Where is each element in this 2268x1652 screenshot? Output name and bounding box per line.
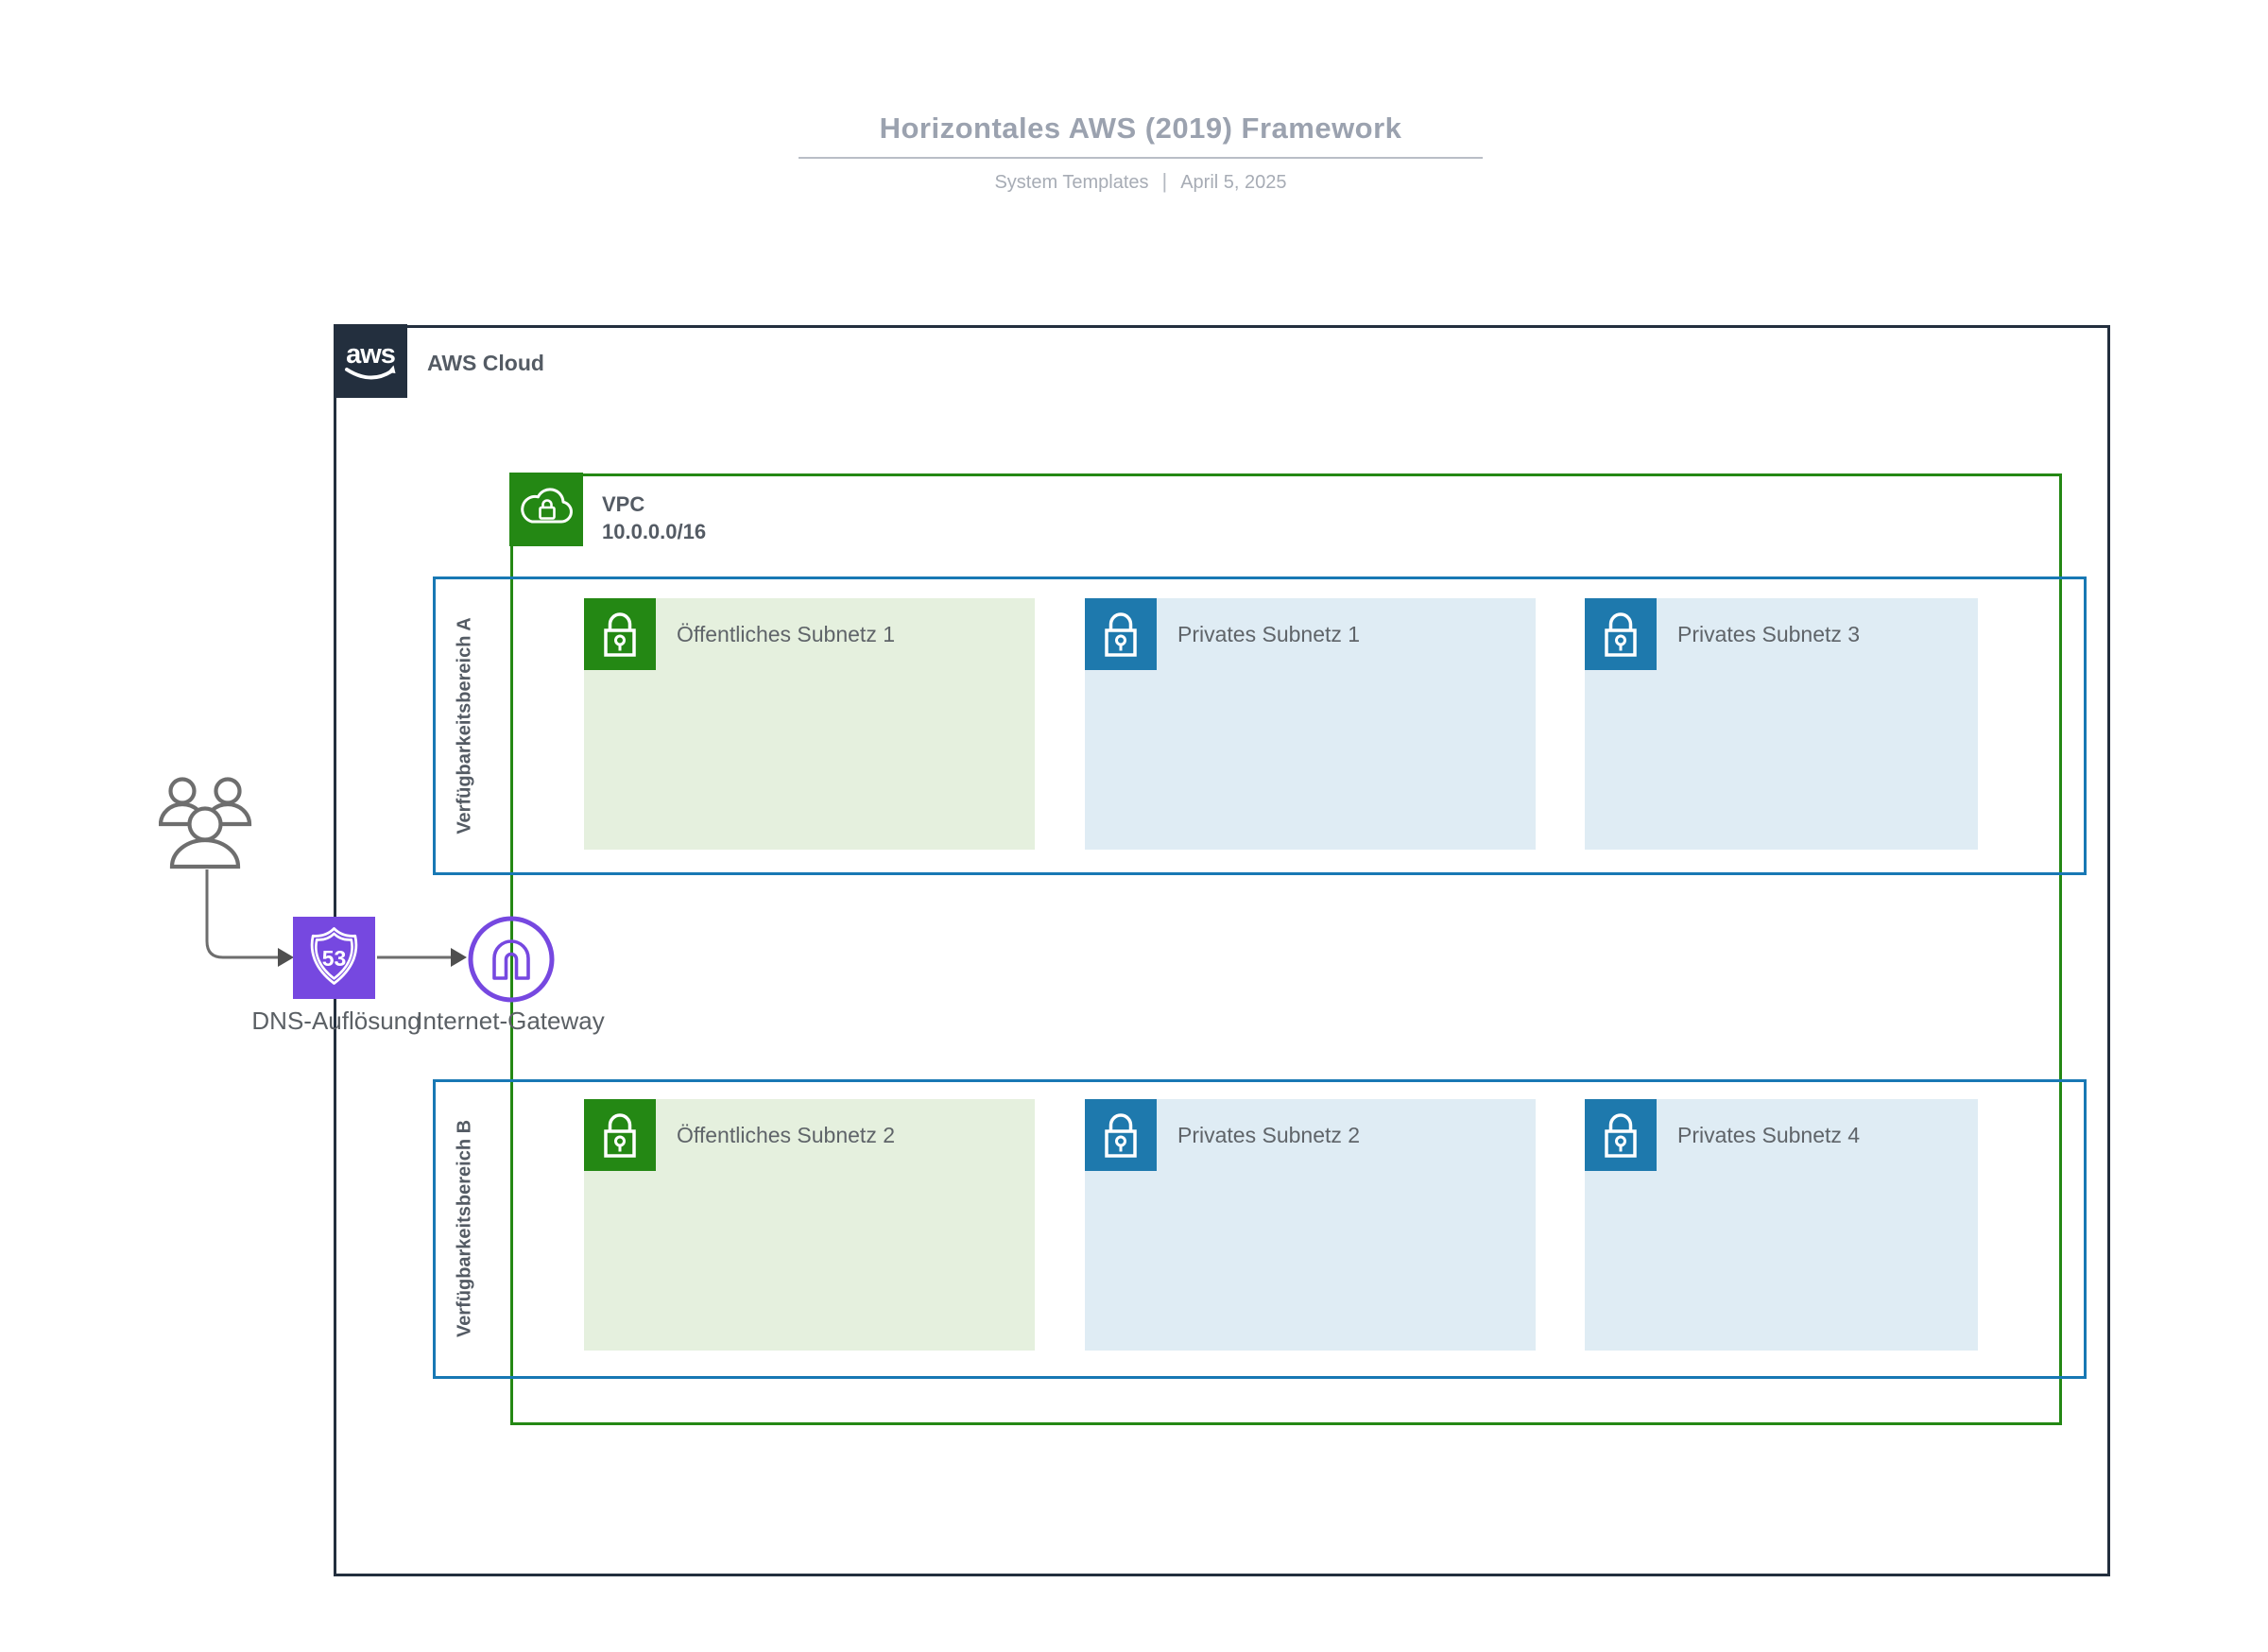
private-subnet-lock-icon — [1085, 1099, 1157, 1171]
subnet-label: Privates Subnetz 4 — [1677, 1122, 1861, 1147]
subnet-private-1: Privates Subnetz 1 — [1085, 598, 1536, 850]
route53-badge-number: 53 — [322, 946, 347, 971]
subtitle-author: System Templates — [994, 172, 1149, 193]
subnet-public-2: Öffentliches Subnetz 2 — [584, 1099, 1035, 1351]
public-subnet-lock-icon — [584, 598, 656, 670]
internet-gateway-icon — [466, 914, 557, 1005]
subnet-private-4: Privates Subnetz 4 — [1585, 1099, 1978, 1351]
subnet-label: Öffentliches Subnetz 1 — [677, 621, 895, 646]
vpc-title: VPC — [602, 492, 645, 516]
subnet-label: Privates Subnetz 1 — [1177, 621, 1361, 646]
arrowhead-icon — [278, 948, 294, 967]
page-title: Horizontales AWS (2019) Framework — [879, 112, 1402, 145]
subnet-private-2: Privates Subnetz 2 — [1085, 1099, 1536, 1351]
arrowhead-icon — [451, 948, 467, 967]
dns-resolution-label: DNS-Auflösung — [251, 1007, 421, 1035]
arrow-users-to-dns — [205, 869, 278, 959]
private-subnet-lock-icon — [1585, 598, 1657, 670]
internet-gateway-label: Internet-Gateway — [416, 1007, 605, 1035]
private-subnet-lock-icon — [1085, 598, 1157, 670]
vpc-cloud-icon — [509, 473, 583, 546]
aws-cloud-label: AWS Cloud — [427, 351, 544, 375]
subnet-private-3: Privates Subnetz 3 — [1585, 598, 1978, 850]
subnet-public-1: Öffentliches Subnetz 1 — [584, 598, 1035, 850]
vpc-group — [510, 473, 2062, 1425]
route53-icon: 53 — [293, 917, 375, 999]
subnet-label: Öffentliches Subnetz 2 — [677, 1122, 895, 1147]
aws-logo-text: aws — [346, 339, 395, 370]
subnet-label: Privates Subnetz 2 — [1177, 1122, 1361, 1147]
diagram-subtitle: System Templates | April 5, 2025 — [799, 169, 1483, 194]
subtitle-date: April 5, 2025 — [1180, 172, 1287, 193]
subtitle-separator: | — [1161, 169, 1168, 193]
availability-zone-b-group — [433, 1079, 2087, 1379]
aws-logo-icon: aws — [334, 324, 407, 398]
availability-zone-a-group — [433, 576, 2087, 875]
vpc-labels: VPC 10.0.0.0/16 — [602, 490, 706, 545]
title-divider — [799, 157, 1483, 159]
public-subnet-lock-icon — [584, 1099, 656, 1171]
users-icon — [159, 775, 253, 869]
private-subnet-lock-icon — [1585, 1099, 1657, 1171]
vpc-cidr: 10.0.0.0/16 — [602, 520, 707, 543]
subnet-label: Privates Subnetz 3 — [1677, 621, 1861, 646]
diagram-header: Horizontales AWS (2019) Framework System… — [799, 112, 1483, 194]
